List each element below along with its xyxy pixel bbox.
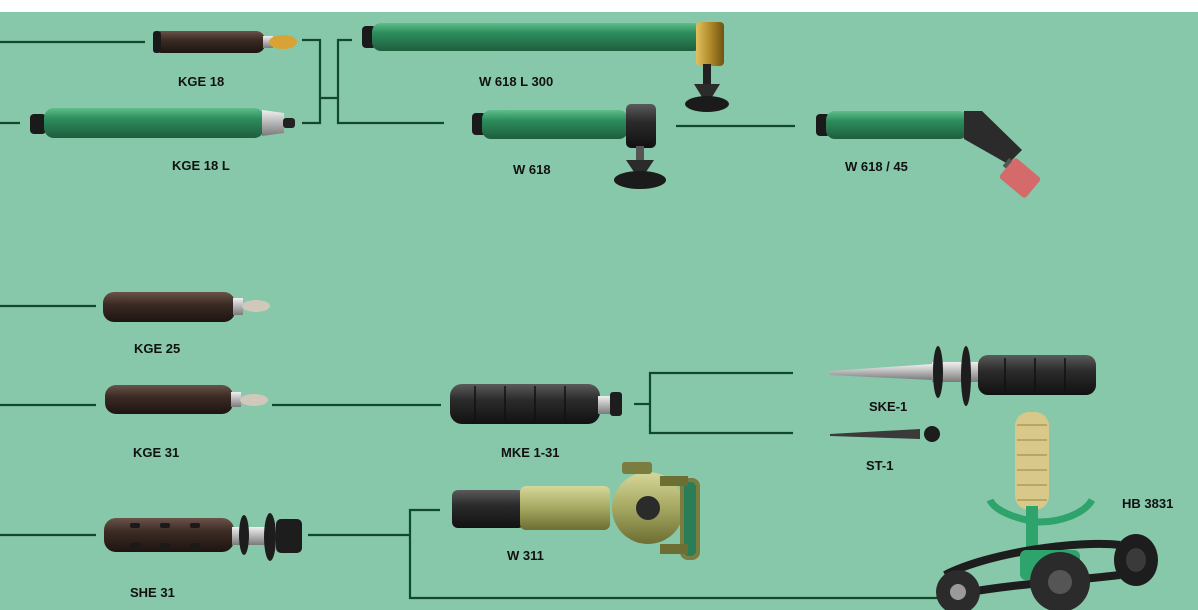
she-31-tool[interactable]: [104, 513, 302, 561]
diagram-background: KGE 18 KGE 18 L W 618 L 300 W 618 W 618 …: [0, 12, 1198, 610]
label-w-618: W 618: [513, 162, 551, 177]
label-st-1: ST-1: [866, 458, 894, 473]
label-w-618-45: W 618 / 45: [845, 159, 908, 174]
w-618-l-300-tool[interactable]: [362, 22, 729, 112]
label-ske-1: SKE-1: [869, 399, 908, 414]
label-hb-3831: HB 3831: [1122, 496, 1174, 511]
label-kge-25: KGE 25: [134, 341, 181, 356]
label-w-311: W 311: [507, 548, 544, 563]
label-mke-1-31: MKE 1-31: [501, 445, 560, 460]
kge-18-l-tool[interactable]: [30, 108, 295, 138]
kge-18-tool[interactable]: [153, 31, 297, 53]
w-618-45-tool[interactable]: [816, 111, 1041, 199]
kge-25-tool[interactable]: [103, 292, 270, 322]
label-w-618-l-300: W 618 L 300: [479, 74, 554, 89]
st-1-tool[interactable]: [830, 426, 940, 442]
label-kge-18: KGE 18: [178, 74, 225, 89]
label-she-31: SHE 31: [130, 585, 175, 600]
label-kge-18-l: KGE 18 L: [172, 158, 230, 173]
diagram-canvas: [0, 12, 1198, 610]
w-618-tool[interactable]: [472, 104, 666, 189]
hb-3831-tool[interactable]: [936, 412, 1158, 610]
ske-1-tool[interactable]: [830, 346, 1096, 406]
mke-1-31-tool[interactable]: [450, 384, 622, 424]
label-kge-31: KGE 31: [133, 445, 180, 460]
w-311-tool[interactable]: [452, 462, 700, 560]
kge-31-tool[interactable]: [105, 385, 268, 414]
connector-lines: [0, 38, 940, 600]
